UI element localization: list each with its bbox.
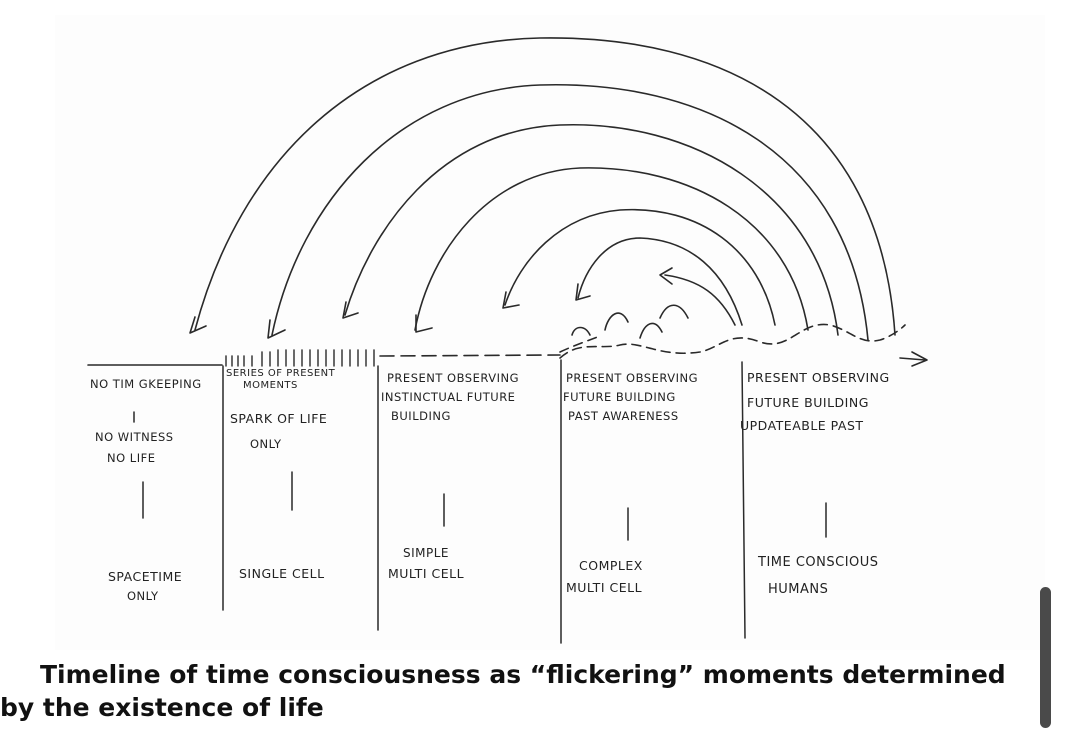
column-header-line: PRESENT OBSERVING xyxy=(387,371,519,385)
arc-1 xyxy=(194,37,896,336)
arc-5 xyxy=(504,208,776,326)
column-header-line: FUTURE BUILDING xyxy=(563,390,676,404)
feedback-arcs xyxy=(194,37,896,341)
arrowheads xyxy=(189,267,673,339)
column-header-line: BUILDING xyxy=(391,409,451,423)
column-header-line: MOMENTS xyxy=(243,380,298,391)
timeline-diagram: NO TIM GKEEPING NO WITNESS NO LIFE SPACE… xyxy=(55,15,1045,650)
column-header-line: PRESENT OBSERVING xyxy=(566,371,698,385)
column-header-line: FUTURE BUILDING xyxy=(747,395,869,410)
hop-3 xyxy=(659,304,689,319)
column-header-line: PRESENT OBSERVING xyxy=(747,370,890,385)
timeline-axis xyxy=(87,323,928,367)
column-bottom-line: ONLY xyxy=(127,589,159,603)
arc-4 xyxy=(414,167,809,331)
column-single-cell: SERIES OF PRESENT MOMENTS SPARK OF LIFE … xyxy=(226,368,336,581)
hop-4 xyxy=(571,326,591,336)
paper-background xyxy=(55,15,1045,650)
column-bottom-line: COMPLEX xyxy=(579,558,643,573)
arc-2 xyxy=(271,83,869,341)
hop-2 xyxy=(639,322,663,339)
column-bottom-line: TIME CONSCIOUS xyxy=(757,555,879,570)
column-bottom-line: MULTI CELL xyxy=(388,566,464,581)
column-no-life: NO TIM GKEEPING NO WITNESS NO LIFE SPACE… xyxy=(90,377,202,603)
column-sub-line: SPARK OF LIFE xyxy=(230,411,327,426)
column-header-line: NO TIM GKEEPING xyxy=(90,377,202,391)
column-bottom-line: HUMANS xyxy=(768,582,828,597)
column-header-line: SERIES OF PRESENT xyxy=(226,368,336,379)
column-complex-multi-cell: PRESENT OBSERVING FUTURE BUILDING PAST A… xyxy=(563,371,698,595)
arc-3 xyxy=(344,123,839,336)
column-header-line: INSTINCTUAL FUTURE xyxy=(381,390,515,404)
column-header-line: UPDATEABLE PAST xyxy=(740,418,864,433)
hop-1 xyxy=(604,312,629,331)
scrollbar-thumb[interactable] xyxy=(1040,587,1051,728)
column-humans: PRESENT OBSERVING FUTURE BUILDING UPDATE… xyxy=(740,370,890,597)
column-simple-multi-cell: PRESENT OBSERVING INSTINCTUAL FUTURE BUI… xyxy=(381,371,519,581)
column-bottom-line: SINGLE CELL xyxy=(239,566,325,581)
arc-7 xyxy=(664,274,736,326)
column-sub-line: NO WITNESS xyxy=(95,430,174,444)
column-dividers xyxy=(222,359,746,644)
column-sub-line: ONLY xyxy=(250,437,282,451)
column-bottom-line: MULTI CELL xyxy=(566,580,642,595)
column-bottom-line: SIMPLE xyxy=(403,546,449,560)
column-bottom-line: SPACETIME xyxy=(108,569,182,584)
column-sub-line: NO LIFE xyxy=(107,451,156,465)
present-moment-ticks xyxy=(225,349,375,367)
column-header-line: PAST AWARENESS xyxy=(568,409,679,423)
connector-bars xyxy=(133,411,827,541)
figure-caption: Timeline of time consciousness as “flick… xyxy=(0,660,1006,722)
arc-6 xyxy=(577,237,743,326)
